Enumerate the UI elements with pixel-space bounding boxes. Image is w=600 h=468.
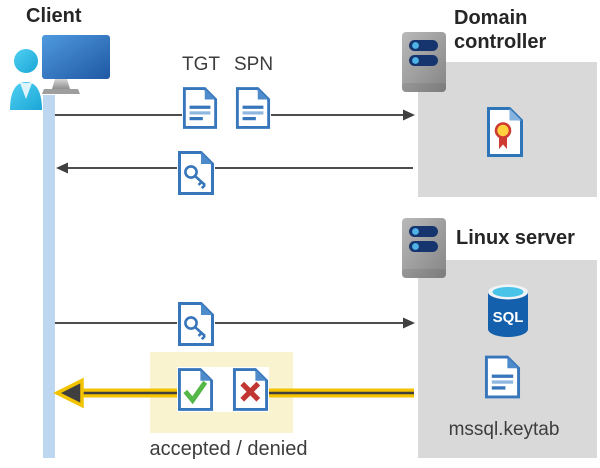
key-ticket-icon — [177, 150, 215, 196]
person-collar — [20, 83, 32, 99]
certificate-icon — [486, 106, 524, 158]
response-arrow-ticket — [56, 162, 413, 174]
spn-label: SPN — [234, 54, 274, 75]
sql-badge-text: SQL — [493, 309, 524, 326]
tgt-spn-documents — [182, 86, 271, 130]
monitor-stand — [52, 79, 70, 89]
certificate-ribbon — [499, 136, 507, 149]
keytab-filename-label: mssql.keytab — [448, 419, 560, 440]
client-lifeline — [43, 95, 55, 458]
client-workstation-icon — [8, 28, 113, 113]
accepted-check-doc-icon — [177, 368, 214, 411]
monitor-screen — [42, 35, 110, 79]
result-documents — [177, 367, 269, 412]
linux-server-label: Linux server — [456, 227, 575, 249]
spn-document-icon — [235, 87, 271, 129]
client-label: Client — [26, 5, 82, 27]
request-arrow-ticket-to-linux — [55, 317, 415, 329]
denied-cross-doc-icon — [232, 368, 269, 411]
tgt-label: TGT — [182, 54, 220, 75]
certificate-seal — [494, 122, 512, 139]
person-head — [14, 49, 38, 73]
domain-controller-label: Domain controller — [454, 7, 547, 53]
key-ticket-icon — [177, 301, 215, 347]
keytab-file-icon — [484, 354, 521, 400]
accepted-denied-label: accepted / denied — [149, 438, 308, 460]
server-icon — [401, 217, 447, 279]
sql-database-icon: SQL — [486, 284, 530, 338]
server-icon — [401, 31, 447, 93]
tgt-document-icon — [182, 87, 218, 129]
